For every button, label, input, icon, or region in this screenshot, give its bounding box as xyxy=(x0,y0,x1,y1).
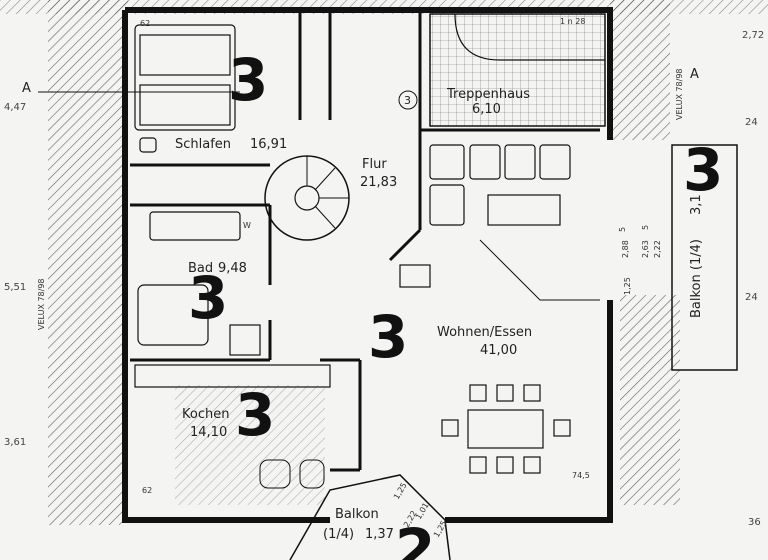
side-note-left-bottom: 3,61 xyxy=(4,437,26,448)
kitchen-island xyxy=(399,144,600,301)
room-balkon-right-label: Balkon (1/4) xyxy=(689,239,704,318)
dim-kochen: 62 xyxy=(142,486,152,495)
interior-walls xyxy=(130,10,600,472)
dim-stairs: 1 n 28 xyxy=(560,17,585,26)
bath-fixtures xyxy=(137,211,261,356)
room-schlafen-area: 16,91 xyxy=(250,137,287,152)
roof-hatching xyxy=(0,0,768,525)
side-note-right-bottom: 36 xyxy=(748,517,761,528)
dim-wall-1-sub: 5 xyxy=(618,227,627,232)
dim-balkon-125: 1,25 xyxy=(392,481,409,501)
dim-bed: 62 xyxy=(140,19,150,28)
handwritten-mark-balkon-right: 3 xyxy=(683,136,723,204)
balcony-bottom xyxy=(289,474,451,560)
room-treppenhaus-area: 6,10 xyxy=(472,102,501,117)
room-schlafen-name: Schlafen xyxy=(175,137,231,152)
room-wohnen-area: 41,00 xyxy=(480,343,517,358)
handwritten-mark-wohnen: 3 xyxy=(368,303,408,371)
dim-wall-2-sub: 5 xyxy=(641,225,650,230)
bed xyxy=(134,24,236,153)
room-kochen-area: 14,10 xyxy=(190,425,227,440)
staircase xyxy=(429,13,606,127)
room-treppenhaus-name: Treppenhaus xyxy=(446,87,530,102)
treppenhaus-circle-number: 3 xyxy=(404,94,411,107)
handwritten-mark-schlafen: 3 xyxy=(228,46,268,114)
spiral-stair xyxy=(264,155,350,241)
room-balkon-bottom-share: (1/4) xyxy=(323,527,354,542)
section-marker-right: A xyxy=(690,67,699,82)
side-note-right-top: 2,72 xyxy=(742,30,764,41)
dim-wall-1: 2,88 xyxy=(621,240,630,258)
treppenhaus-circle xyxy=(398,90,418,110)
balcony-right xyxy=(671,144,738,371)
side-note-left-top: 4,47 xyxy=(4,102,26,113)
dim-wall-3: 2,22 xyxy=(653,240,662,258)
room-balkon-bottom-area: 1,37 xyxy=(365,527,394,542)
dim-washer: W xyxy=(243,221,251,230)
dim-wall-125: 1,25 xyxy=(623,277,632,295)
handwritten-mark-kochen: 3 xyxy=(235,381,275,449)
handwritten-mark-bad: 3 xyxy=(188,264,228,332)
velux-right-label: VELUX 78/98 xyxy=(675,68,684,120)
room-bad-name: Bad xyxy=(188,261,213,276)
dining-table xyxy=(441,384,571,474)
kitchen-counters xyxy=(134,364,331,505)
dim-wall-2: 2,63 xyxy=(641,240,650,258)
side-note-right-24b: 24 xyxy=(745,292,758,303)
outer-walls xyxy=(122,7,613,523)
section-marker-left: A xyxy=(22,81,31,96)
side-note-right-24: 24 xyxy=(745,117,758,128)
room-balkon-right-area: 3,1 xyxy=(689,194,704,215)
room-flur-name: Flur xyxy=(362,157,387,172)
room-kochen-name: Kochen xyxy=(182,407,229,422)
room-flur-area: 21,83 xyxy=(360,175,397,190)
velux-left-label: VELUX 78/98 xyxy=(37,278,46,330)
room-balkon-bottom-name: Balkon xyxy=(335,507,379,522)
side-note-left-mid: 5,51 xyxy=(4,282,26,293)
dim-living: 74,5 xyxy=(572,471,590,480)
room-wohnen-name: Wohnen/Essen xyxy=(437,325,532,340)
handwritten-mark-balkon-bottom: 2 xyxy=(395,516,435,560)
room-bad-area: 9,48 xyxy=(218,261,247,276)
